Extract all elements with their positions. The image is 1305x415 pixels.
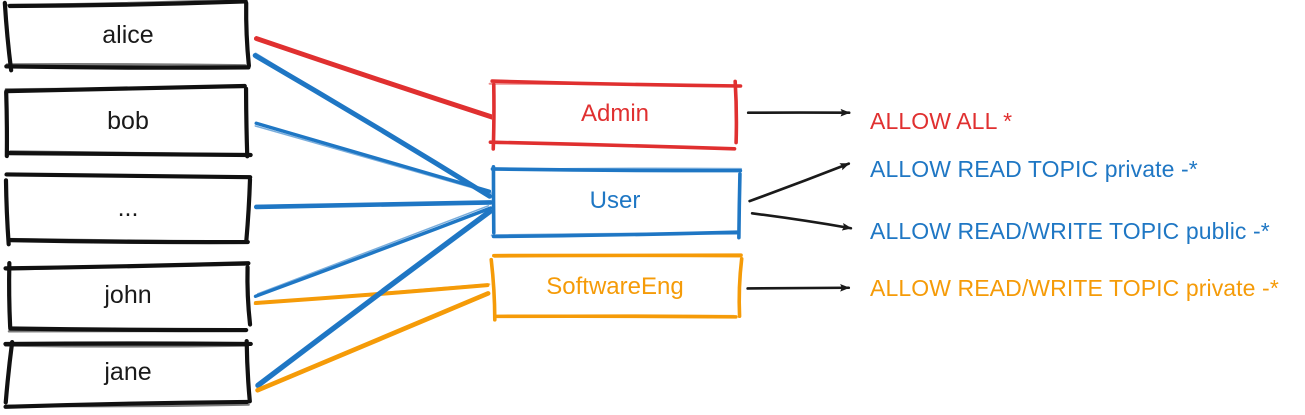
edge-jane-user-line-b bbox=[256, 209, 491, 387]
user-node-john-fill bbox=[8, 265, 248, 328]
edge-more-user bbox=[253, 200, 493, 210]
user-node-bob-stroke-0-b bbox=[4, 85, 245, 91]
edge-bob-user-line-b bbox=[254, 125, 492, 194]
user-node-alice-stroke-2 bbox=[4, 64, 251, 70]
role-node-admin-stroke-0-b bbox=[488, 82, 741, 88]
edge-john-user bbox=[253, 205, 493, 298]
user-node-jane-stroke-1 bbox=[244, 338, 252, 404]
edge-alice-admin bbox=[253, 36, 496, 120]
role-node-softwareeng[interactable] bbox=[489, 253, 744, 322]
user-node-john-stroke-3 bbox=[7, 261, 13, 330]
user-node-alice-fill bbox=[8, 5, 248, 68]
role-node-softwareeng-stroke-0-b bbox=[493, 255, 743, 258]
role-node-user-fill bbox=[492, 170, 738, 234]
edge-bob-user-line bbox=[254, 121, 492, 193]
role-node-softwareeng-fill bbox=[492, 258, 738, 318]
user-node-john-stroke-2 bbox=[8, 326, 249, 333]
rule-arrows bbox=[746, 108, 853, 292]
user-node-jane-stroke-2-b bbox=[4, 403, 250, 408]
role-node-admin-stroke-1 bbox=[733, 79, 739, 145]
role-node-admin[interactable] bbox=[488, 79, 743, 151]
role-node-admin-fill bbox=[492, 83, 738, 146]
user-node-john-stroke-1 bbox=[245, 265, 253, 327]
role-node-softwareeng-stroke-2-b bbox=[496, 314, 735, 318]
edge-jane-softwareeng bbox=[255, 291, 491, 393]
edge-john-softwareeng-line-b bbox=[253, 283, 491, 305]
user-node-more[interactable] bbox=[3, 172, 253, 247]
role-assignment-edges bbox=[252, 36, 496, 393]
role-node-user-stroke-2-b bbox=[490, 232, 738, 237]
role-node-admin-stroke-2-b bbox=[489, 141, 736, 150]
user-node-more-stroke-1 bbox=[244, 177, 253, 244]
user-node-jane[interactable] bbox=[3, 338, 253, 409]
edge-john-user-line bbox=[253, 206, 493, 298]
user-node-alice-stroke-1 bbox=[244, 0, 251, 68]
user-node-john[interactable] bbox=[3, 261, 253, 333]
user-node-alice-stroke-3 bbox=[2, 0, 14, 73]
rule-allow-all: ALLOW ALL * bbox=[870, 108, 1013, 134]
user-node-bob[interactable] bbox=[4, 83, 253, 159]
edge-alice-user-line-b bbox=[254, 52, 491, 196]
edge-jane-softwareeng-line-b bbox=[256, 292, 491, 393]
user-node-bob-stroke-3 bbox=[4, 90, 10, 159]
role-node-softwareeng-stroke-1 bbox=[737, 256, 744, 319]
role-node-admin-stroke-3 bbox=[491, 82, 496, 151]
edge-more-user-line-b bbox=[254, 200, 493, 207]
role-node-softwareeng-stroke-3 bbox=[489, 257, 497, 322]
user-node-more-fill bbox=[8, 177, 248, 242]
edge-alice-admin-line-b bbox=[254, 38, 494, 119]
node-shapes bbox=[2, 0, 744, 409]
user-node-jane-stroke-3 bbox=[3, 339, 15, 405]
edge-john-softwareeng bbox=[253, 283, 491, 305]
user-node-alice-stroke-2-b bbox=[5, 63, 247, 67]
user-node-alice-stroke-0-b bbox=[6, 0, 248, 7]
role-node-user[interactable] bbox=[490, 165, 743, 240]
role-node-user-stroke-0-b bbox=[491, 167, 743, 171]
user-node-john-stroke-0-b bbox=[5, 263, 250, 271]
edge-alice-user bbox=[252, 52, 493, 199]
arrow-user-rule-read-private bbox=[748, 162, 851, 203]
edge-bob-user bbox=[254, 121, 492, 194]
role-node-user-stroke-1 bbox=[737, 172, 742, 240]
user-node-jane-stroke-0 bbox=[3, 341, 253, 347]
rule-readwrite-private: ALLOW READ/WRITE TOPIC private -* bbox=[870, 275, 1279, 301]
arrow-user-rule-rw-public bbox=[750, 212, 853, 231]
user-node-jane-fill bbox=[8, 343, 248, 405]
user-node-jane-stroke-0-b bbox=[4, 344, 250, 348]
user-node-bob-stroke-1 bbox=[243, 86, 250, 159]
arrow-softwareeng-rule bbox=[746, 284, 851, 292]
edge-jane-softwareeng-line bbox=[255, 291, 491, 393]
edge-john-user-line-b bbox=[256, 205, 490, 295]
edge-jane-user bbox=[255, 208, 493, 389]
user-node-alice[interactable] bbox=[2, 0, 251, 73]
user-node-bob-fill bbox=[8, 90, 248, 155]
rule-read-private: ALLOW READ TOPIC private -* bbox=[870, 156, 1198, 182]
user-node-more-stroke-0-b bbox=[4, 173, 252, 178]
user-node-more-stroke-3 bbox=[3, 178, 11, 247]
user-node-bob-stroke-2-b bbox=[9, 150, 251, 156]
user-node-more-stroke-2-b bbox=[7, 237, 247, 244]
rule-readwrite-public: ALLOW READ/WRITE TOPIC public -* bbox=[870, 218, 1270, 244]
